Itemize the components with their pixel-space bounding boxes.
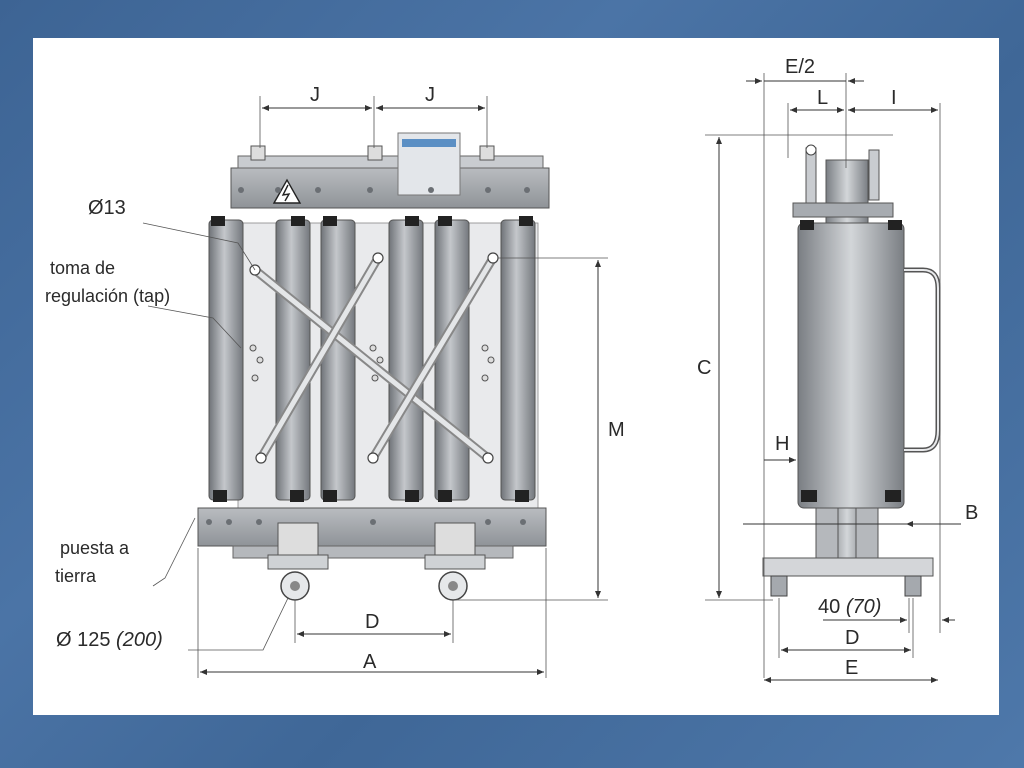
side-view: E/2 L I C H B 40 (70) D E bbox=[697, 56, 978, 683]
label-J-left: J bbox=[310, 84, 320, 106]
label-toma-line2: regulación (tap) bbox=[45, 286, 170, 306]
side-base bbox=[762, 557, 934, 577]
label-puesta-line1: puesta a bbox=[60, 538, 130, 558]
connection-bars bbox=[250, 253, 498, 463]
wheel-left bbox=[267, 522, 329, 601]
label-puesta-line2: tierra bbox=[55, 566, 97, 586]
wheel-right bbox=[424, 522, 486, 601]
label-D-side: D bbox=[845, 627, 859, 649]
label-B: B bbox=[965, 502, 978, 524]
label-M: M bbox=[608, 419, 625, 441]
bottom-yoke bbox=[197, 507, 547, 547]
side-coil bbox=[797, 222, 905, 509]
label-J-right: J bbox=[425, 84, 435, 106]
drawing-panel: J J Ø13 toma de regulación (tap) puesta … bbox=[33, 38, 999, 715]
label-L: L bbox=[817, 87, 828, 109]
transformer-drawing: J J Ø13 toma de regulación (tap) puesta … bbox=[45, 56, 978, 683]
label-H: H bbox=[775, 433, 789, 455]
lifting-lug-left bbox=[250, 145, 266, 161]
lifting-lug-right bbox=[479, 145, 495, 161]
label-diameter-13: Ø13 bbox=[88, 197, 126, 219]
label-D-front: D bbox=[365, 611, 379, 633]
label-A: A bbox=[363, 651, 377, 673]
label-toma-line1: toma de bbox=[50, 258, 115, 278]
front-view: J J Ø13 toma de regulación (tap) puesta … bbox=[45, 84, 625, 678]
label-C: C bbox=[697, 357, 711, 379]
label-wheel-diameter: Ø 125 (200) bbox=[56, 629, 163, 651]
dimension-lines-side bbox=[705, 73, 961, 683]
label-E-half: E/2 bbox=[785, 56, 815, 78]
label-I: I bbox=[891, 87, 897, 109]
lifting-lug-mid bbox=[367, 145, 383, 161]
dimension-lines-front bbox=[142, 96, 608, 678]
label-base-offset: 40 (70) bbox=[818, 596, 881, 618]
label-E: E bbox=[845, 657, 858, 679]
